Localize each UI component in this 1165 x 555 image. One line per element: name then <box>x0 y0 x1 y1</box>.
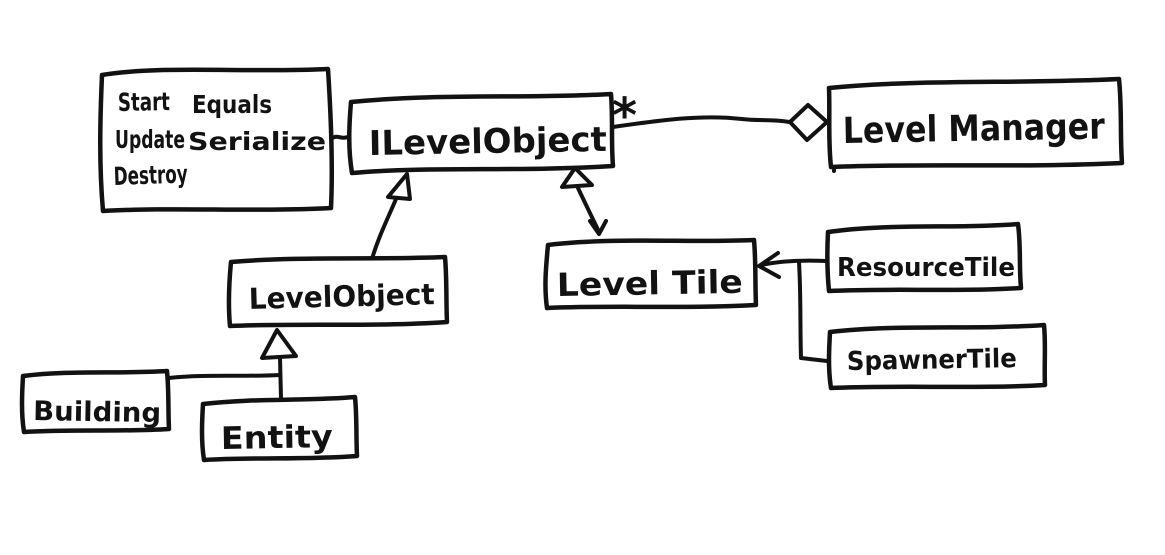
entity-border <box>199 394 360 463</box>
aggregation-line <box>611 115 791 129</box>
class-box-entity: Entity <box>199 394 360 463</box>
leveltile-open-arrowhead-icon <box>757 251 781 279</box>
method-update: Update <box>115 125 185 154</box>
method-destroy: Destroy <box>113 159 188 191</box>
class-box-ilevelobject: ILevelObject <box>347 91 616 176</box>
class-box-level-manager: Level Manager <box>826 76 1125 170</box>
inheritance-triangle-entity-icon <box>260 328 298 360</box>
resource-tile-border <box>825 221 1024 294</box>
class-box-level-object: LevelObject <box>226 254 450 329</box>
ilevelobject-border <box>347 91 616 176</box>
line-leveltile-resourcetile <box>759 258 828 267</box>
spawner-tile-border <box>826 322 1048 391</box>
leveltile-arrowhead-icon <box>588 219 608 236</box>
interface-methods-border <box>98 66 335 214</box>
method-serialize: Serialize <box>188 127 326 156</box>
class-box-building: Building <box>19 368 172 435</box>
class-box-level-tile: Level Tile <box>543 237 759 311</box>
class-box-resource-tile: ResourceTile <box>825 221 1024 294</box>
resource-tile-label: ResourceTile <box>837 253 1015 283</box>
inheritance-triangle-levelobject-icon <box>386 172 412 201</box>
class-box-spawner-tile: SpawnerTile <box>826 322 1048 391</box>
aggregation-multiplicity-star: * <box>612 88 637 144</box>
class-box-interface-methods: Start Update Destroy Equals Serialize <box>98 66 335 214</box>
method-equals: Equals <box>192 90 272 119</box>
aggregation-diamond-icon <box>788 103 829 142</box>
inheritance-line-leveltile <box>576 186 601 234</box>
ilevelobject-label: ILevelObject <box>368 120 607 164</box>
level-tile-label: Level Tile <box>556 263 743 304</box>
level-manager-border <box>826 76 1125 170</box>
level-tile-border <box>543 237 759 311</box>
level-object-border <box>226 254 450 329</box>
inheritance-triangle-leveltile-icon <box>560 166 594 189</box>
building-label: Building <box>33 396 162 429</box>
building-border <box>19 368 172 435</box>
level-object-label: LevelObject <box>248 277 435 316</box>
line-branch-spawnertile <box>797 260 829 363</box>
entity-label: Entity <box>221 419 334 457</box>
inheritance-line-levelobject <box>370 197 398 261</box>
method-start: Start <box>118 87 171 117</box>
line-building-junction <box>167 373 282 380</box>
level-manager-label: Level Manager <box>842 106 1105 152</box>
spawner-tile-label: SpawnerTile <box>847 344 1017 377</box>
inheritance-line-entity <box>278 356 283 400</box>
